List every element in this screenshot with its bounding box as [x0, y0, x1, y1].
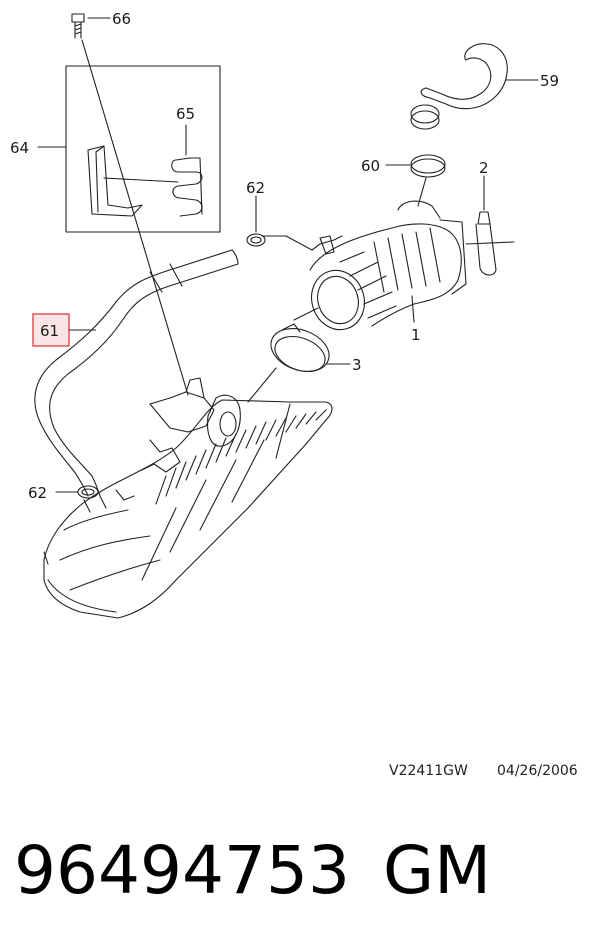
callout-2: 2 — [479, 159, 489, 177]
callout-59: 59 — [540, 72, 559, 90]
callout-61: 61 — [40, 322, 59, 340]
bolt-66-drawing — [71, 13, 111, 39]
part-number: 96494753 — [14, 832, 350, 909]
leader-bolt-to-manifold — [81, 39, 189, 396]
clamp-60-drawing — [385, 104, 446, 207]
callout-62-top: 62 — [246, 179, 265, 197]
hose-61-drawing — [34, 249, 239, 497]
callout-64: 64 — [10, 139, 29, 157]
callout-60: 60 — [361, 157, 380, 175]
air-duct-1-drawing — [309, 200, 515, 331]
exploded-parts-diagram: 66 59 65 64 60 2 62 61 1 3 62 — [10, 10, 559, 619]
callout-62-bottom: 62 — [28, 484, 47, 502]
callout-1: 1 — [411, 326, 421, 344]
callout-65: 65 — [176, 105, 195, 123]
intake-manifold-drawing — [43, 377, 333, 619]
bracket-callout-box — [65, 65, 221, 233]
callout-3: 3 — [352, 356, 362, 374]
clamp-3-drawing — [247, 323, 351, 403]
drawing-code: V22411GW — [389, 763, 468, 779]
drawing-date: 04/26/2006 — [497, 763, 578, 779]
callout-66: 66 — [112, 10, 131, 28]
leader-duct — [293, 307, 319, 321]
clip-65-drawing — [171, 124, 203, 217]
brand-name: GM — [383, 832, 492, 909]
ring-62-bottom-drawing — [55, 485, 99, 499]
hose-59-drawing — [420, 43, 539, 110]
bracket-drawing — [87, 145, 179, 217]
ring-62-top-drawing — [246, 195, 313, 251]
clip-2-drawing — [475, 175, 497, 276]
